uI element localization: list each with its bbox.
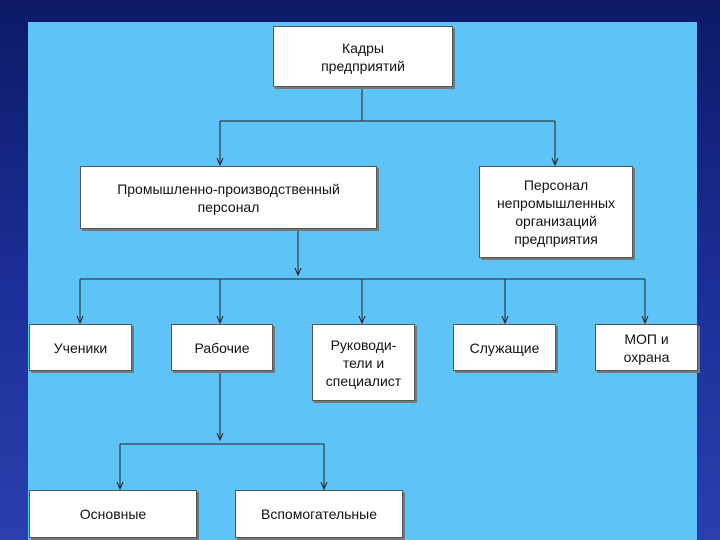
node-support-security: МОП и охрана xyxy=(595,324,698,371)
node-apprentices: Ученики xyxy=(29,324,132,371)
node-auxiliary-workers: Вспомогательные xyxy=(235,490,403,538)
node-industrial-personnel: Промышленно-производственный персонал xyxy=(80,166,377,229)
node-employees: Служащие xyxy=(453,324,556,371)
node-workers: Рабочие xyxy=(171,324,273,371)
node-enterprise-staff: Кадры предприятий xyxy=(273,26,453,87)
node-nonindustrial-personnel: Персонал непромышленных организаций пред… xyxy=(479,166,633,258)
node-main-workers: Основные xyxy=(29,490,197,538)
node-managers-specialists: Руководи- тели и специалист xyxy=(312,324,415,401)
